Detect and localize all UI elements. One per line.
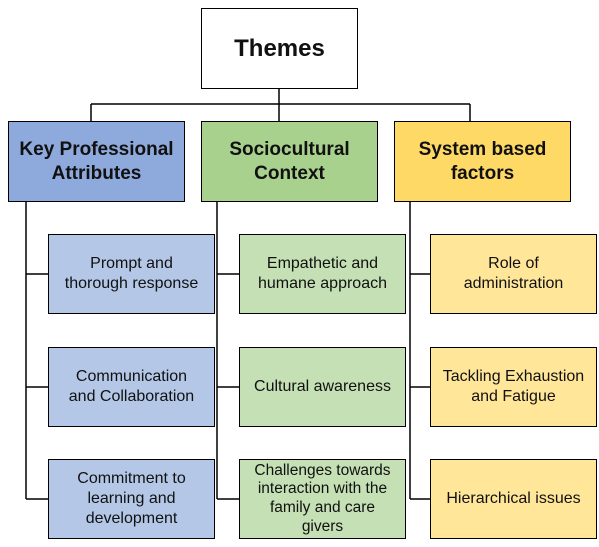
theme-label: System based factors xyxy=(418,138,547,184)
subtheme-cultural-awareness: Cultural awareness xyxy=(239,347,406,427)
subtheme-label: Tackling Exhaustion and Fatigue xyxy=(442,368,585,405)
subtheme-commitment-learning-development: Commitment to learning and development xyxy=(48,459,215,539)
subtheme-label: Commitment to learning and development xyxy=(77,470,186,527)
theme-label: Key Professional Attributes xyxy=(19,138,174,184)
subtheme-label: Prompt and thorough response xyxy=(64,255,199,292)
subtheme-label: Communication and Collaboration xyxy=(68,368,195,405)
theme-label: Sociocultural Context xyxy=(229,138,350,184)
subtheme-label: Challenges towards interaction with the … xyxy=(254,461,391,535)
subtheme-label: Cultural awareness xyxy=(254,378,391,395)
theme-system-based-factors: System based factors xyxy=(394,121,571,202)
subtheme-tackling-exhaustion-fatigue: Tackling Exhaustion and Fatigue xyxy=(430,347,597,427)
subtheme-label: Hierarchical issues xyxy=(446,490,581,507)
subtheme-challenges-family-interaction: Challenges towards interaction with the … xyxy=(239,459,406,539)
subtheme-communication-collaboration: Communication and Collaboration xyxy=(48,347,215,427)
subtheme-empathetic-humane-approach: Empathetic and humane approach xyxy=(239,234,406,314)
subtheme-prompt-thorough-response: Prompt and thorough response xyxy=(48,234,215,314)
theme-key-professional-attributes: Key Professional Attributes xyxy=(8,121,185,202)
subtheme-hierarchical-issues: Hierarchical issues xyxy=(430,459,597,539)
subtheme-label: Role of administration xyxy=(463,255,564,292)
root-node-themes: Themes xyxy=(201,8,358,89)
subtheme-label: Empathetic and humane approach xyxy=(258,255,387,292)
root-label: Themes xyxy=(234,34,325,62)
theme-sociocultural-context: Sociocultural Context xyxy=(201,121,378,202)
subtheme-role-of-administration: Role of administration xyxy=(430,234,597,314)
